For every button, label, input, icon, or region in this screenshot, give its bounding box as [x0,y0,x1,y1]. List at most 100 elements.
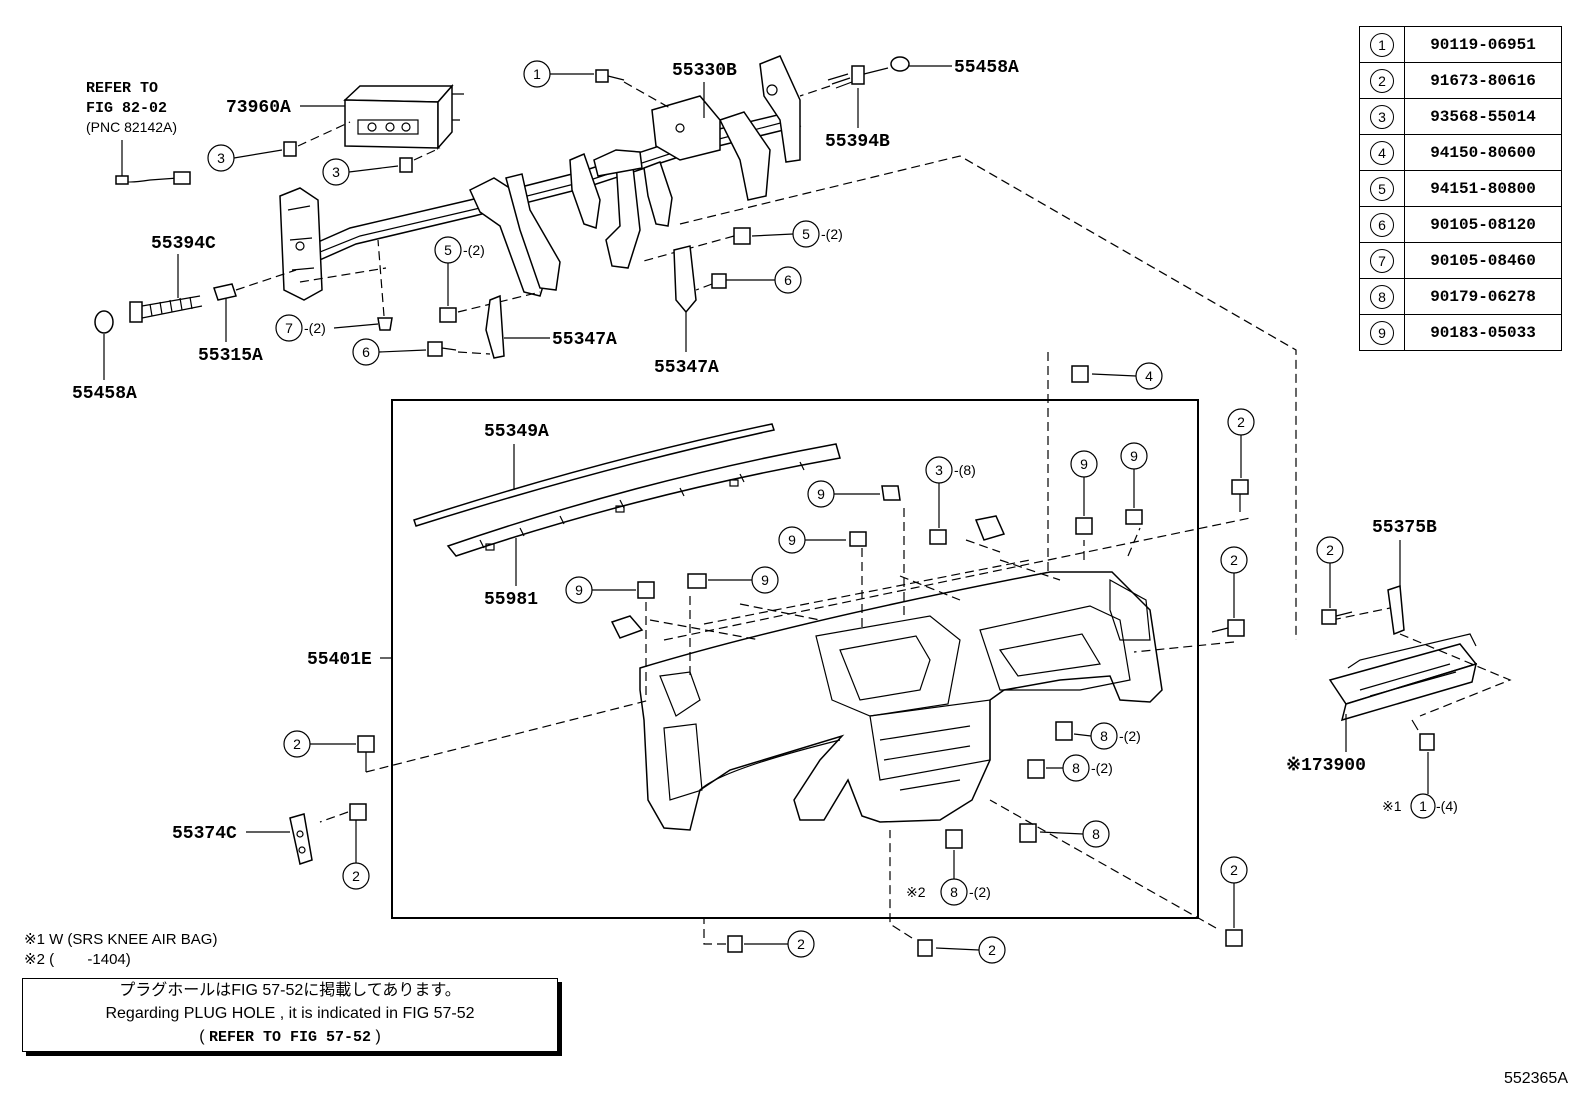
callout-7: 7 -(2) [275,239,393,342]
callout-2-r2: 2 [1211,546,1248,637]
label-55315A: 55315A [198,346,263,366]
parts-table-part-number: 93568-55014 [1404,98,1562,135]
plug-hole-note-box: プラグホールはFIG 57-52に掲載してあります。 Regarding PLU… [22,978,558,1052]
callout-6-a-number: 6 [362,344,370,360]
label-55375B: 55375B [1372,518,1437,538]
note-2: ※2 ( -1404) [24,951,131,968]
instrument-panel-drawing [639,571,1163,831]
callout-3-mid-qty: -(8) [954,462,976,478]
callout-8-b-qty: -(2) [1091,760,1113,776]
parts-table-index: 4 [1370,140,1394,165]
label-55349A: 55349A [484,422,549,442]
callout-2-l1: 2 [283,699,651,773]
wire-connector-drawing [115,140,191,185]
callout-2-b2-number: 2 [988,942,996,958]
note2-mark: ※2 [906,884,926,900]
callout-9-d: 9 [687,566,779,594]
callout-8-d: ※2 8 -(2) [906,829,991,906]
parts-table-index: 2 [1370,68,1394,93]
bracket-55347A-left-drawing [485,294,505,359]
callout-8-c: 8 [1019,820,1110,848]
callout-9-f: 9 [1120,442,1148,525]
callout-9-b-number: 9 [788,532,796,548]
callout-9-e-number: 9 [1080,456,1088,472]
parts-table-index-cell: 7 [1359,242,1405,279]
callout-1-knee-number: 1 [1419,798,1427,814]
figure-code: 552365A [1503,1070,1568,1087]
callout-9-f-number: 9 [1130,448,1138,464]
callout-6-b: 6 [695,266,802,294]
parts-table-index-cell: 5 [1359,170,1405,207]
callout-7-number: 7 [285,320,293,336]
callout-2-b2: 2 [889,830,1006,964]
knee-airbag-drawing [1328,584,1512,722]
parts-table-index: 8 [1370,284,1394,309]
callout-3-mid: 3 -(8) [925,456,1006,545]
parts-table-part-number: 90183-05033 [1404,314,1562,351]
parts-table-part-number: 90179-06278 [1404,278,1562,315]
reinforcement-beam-drawing [279,55,802,301]
parts-table-row: 8 90179-06278 [1359,278,1562,315]
callout-8-a: 8 -(2) [1055,721,1141,750]
parts-table-index: 3 [1370,104,1394,129]
callout-9-b: 9 [778,526,867,554]
callout-9-a-number: 9 [817,486,825,502]
callout-9-c: 9 [565,576,655,639]
label-55458A-left: 55458A [72,384,137,404]
callout-2-r1: 2 [1227,408,1255,512]
parts-table-part-number: 90119-06951 [1404,26,1562,63]
callout-3-b: 3 [322,147,441,186]
callout-3-a-number: 3 [217,150,225,166]
bracket-55347A-right-drawing [673,245,697,314]
knee-ref-mark: ※1 [1382,798,1402,814]
refer-note-line1: REFER TO [86,80,158,97]
label-55347A-a: 55347A [552,330,617,350]
parts-table-part-number: 91673-80616 [1404,62,1562,99]
label-73960A: 73960A [226,98,291,118]
callout-9-e: 9 [1070,450,1098,535]
callout-3-a: 3 [207,121,351,172]
callout-8-c-number: 8 [1092,826,1100,842]
callout-2-b1-number: 2 [797,936,805,952]
label-55330B: 55330B [672,61,737,81]
callout-5-b-number: 5 [802,226,810,242]
callout-8-a-number: 8 [1100,728,1108,744]
passenger-airbag-drawing [343,84,464,150]
parts-table-index: 7 [1370,248,1394,273]
bolt-55394C-drawing [94,269,297,334]
callout-8-b: 8 -(2) [1027,754,1113,782]
label-73900: ※173900 [1286,756,1366,776]
plug-note-en: Regarding PLUG HOLE , it is indicated in… [105,1005,475,1022]
callout-5-a: 5 -(2) [434,236,541,323]
callout-3-mid-number: 3 [935,462,943,478]
note-1: ※1 W (SRS KNEE AIR BAG) [24,931,218,948]
callout-2-r2-number: 2 [1230,552,1238,568]
label-55458A-top: 55458A [954,58,1019,78]
callout-7-qty: -(2) [304,320,326,336]
refer-note-line2: FIG 82-02 [86,100,167,117]
callout-2-b1: 2 [703,918,815,958]
callout-3-b-number: 3 [332,164,340,180]
refer-note-line3: (PNC 82142A) [86,119,177,135]
bracket-55374C-drawing [289,813,313,865]
label-55981: 55981 [484,590,538,610]
callout-8-b-number: 8 [1072,760,1080,776]
label-55374C: 55374C [172,824,237,844]
plug-note-ref-line: ( REFER TO FIG 57-52 ) [23,1025,557,1049]
parts-table-index: 5 [1370,176,1394,201]
callout-2-r1-number: 2 [1237,414,1245,430]
parts-table-part-number: 90105-08120 [1404,206,1562,243]
defroster-garnish-drawing [413,423,841,557]
callout-2-rb: 2 [1316,536,1353,625]
callout-6-b-number: 6 [784,272,792,288]
callout-2-l2-number: 2 [352,868,360,884]
callout-9-a: 9 [807,480,901,508]
parts-table-index-cell: 1 [1359,26,1405,63]
parts-table-part-number: 94151-80800 [1404,170,1562,207]
